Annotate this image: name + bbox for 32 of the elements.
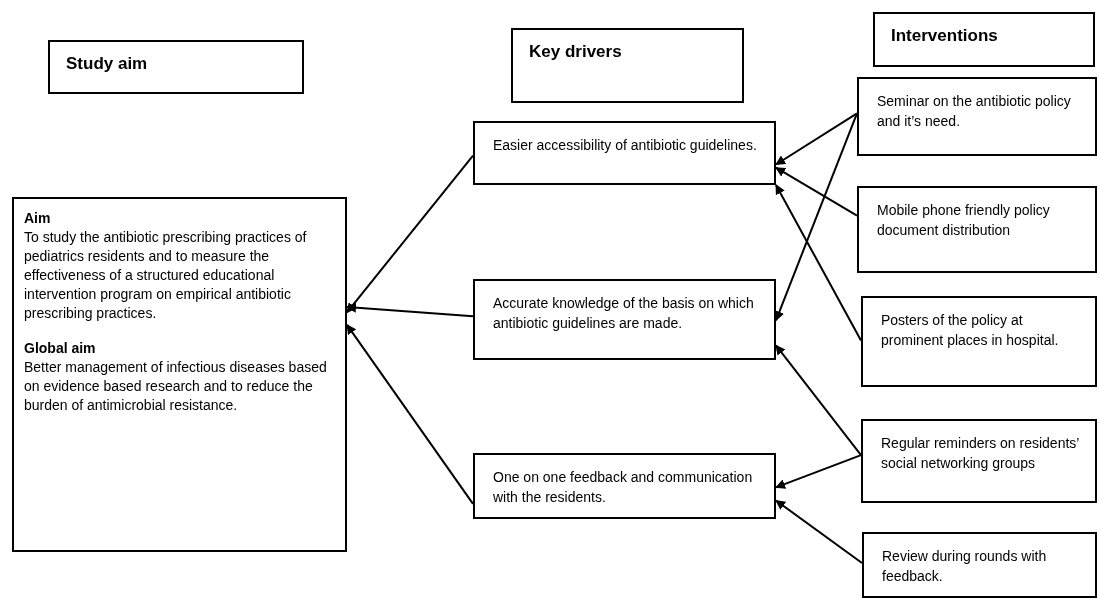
box-text: Accurate knowledge of the basis on which antibiotic guidelines are made. <box>493 294 755 333</box>
arrow <box>775 454 862 489</box>
text-box <box>861 419 1097 503</box>
section-heading: Global aim <box>24 339 97 358</box>
body-text: To study the antibiotic prescribing practices of pediatrics residents and to measure the effectiveness of a structured educational intervention program on empirical antibiotic prescribing practices. <box>24 228 308 323</box>
box-text: Review during rounds with feedback. <box>882 547 1048 586</box>
text-box <box>473 121 776 185</box>
arrow <box>346 323 474 505</box>
box-text: Posters of the policy at prominent places in hospital. <box>881 311 1060 350</box>
aim-box <box>12 197 347 552</box>
box-text: One on one feedback and communication with the residents. <box>493 468 754 507</box>
section-heading: Aim <box>24 209 52 228</box>
body-text: Better management of infectious diseases based on evidence based research and to reduce the burden of antimicrobial resistance. <box>24 358 328 415</box>
text-box <box>857 77 1097 156</box>
arrow <box>775 344 862 457</box>
arrow <box>775 499 863 564</box>
text-box <box>862 532 1097 598</box>
text-box <box>473 453 776 519</box>
text-box <box>857 186 1097 273</box>
arrow <box>775 112 858 166</box>
box-text: Mobile phone friendly policy document distribution <box>877 201 1051 240</box>
arrow <box>775 166 858 217</box>
text-box <box>473 279 776 360</box>
column-heading: Study aim <box>48 40 304 94</box>
column-heading: Interventions <box>873 12 1095 67</box>
text-box <box>861 296 1097 387</box>
box-text: Easier accessibility of antibiotic guidelines. <box>493 136 758 155</box>
box-text: Seminar on the antibiotic policy and it’s need. <box>877 92 1072 131</box>
arrow <box>346 154 474 314</box>
box-text: Regular reminders on residents’ social networking groups <box>881 434 1080 473</box>
column-heading: Key drivers <box>511 28 744 103</box>
arrow <box>775 184 862 342</box>
